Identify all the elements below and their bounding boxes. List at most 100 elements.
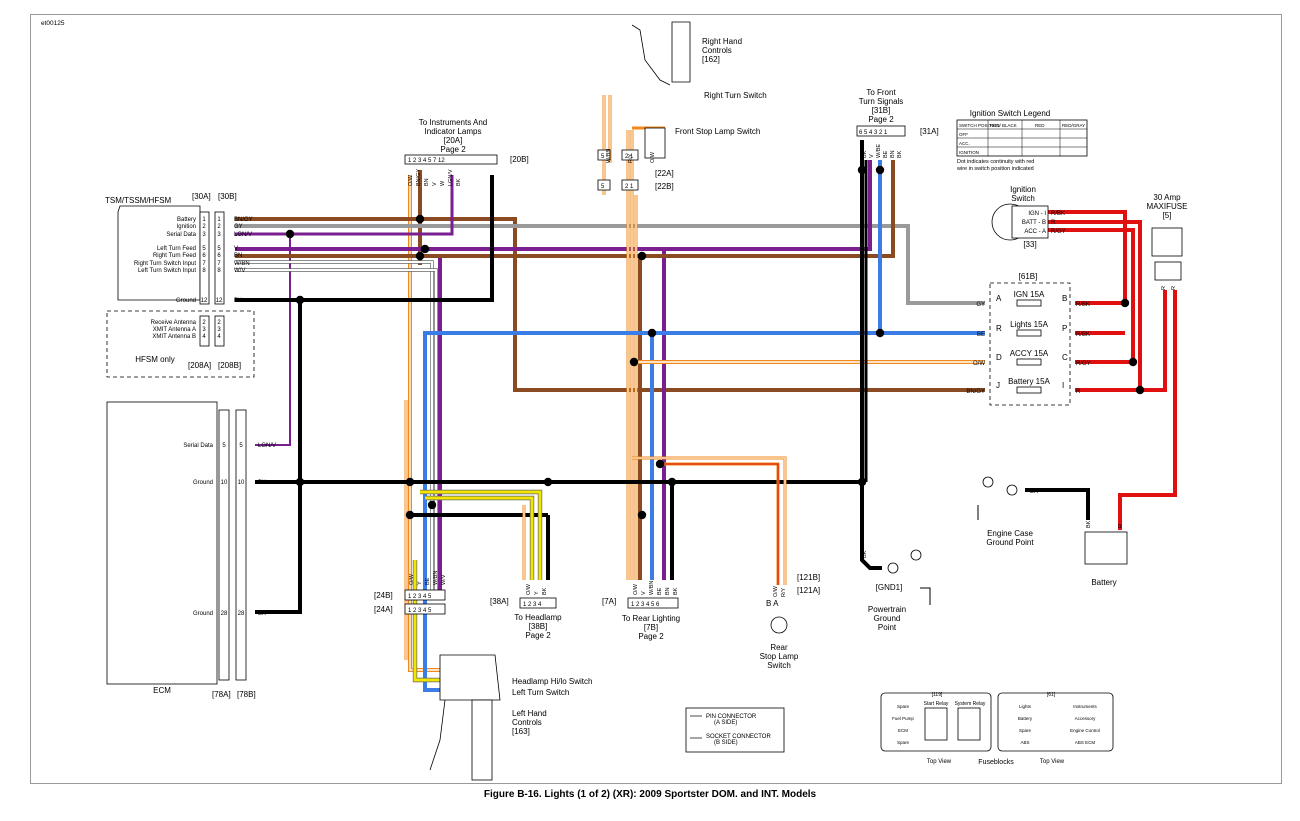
connector-20b-label: [20B]: [510, 155, 529, 164]
components: [106, 21, 1183, 781]
wire-wbn-input-outline: [235, 260, 434, 590]
left-hand-switch: [439, 654, 501, 701]
connector-121b-label: [121B]: [797, 573, 820, 582]
to-headlamp-label: To Headlamp: [514, 613, 562, 622]
left-hand-lever: [429, 699, 446, 771]
tsm-wire-tag: BN/GY: [234, 217, 253, 223]
tsm-connector-a: [199, 211, 210, 305]
fuse-pin-right: B: [1062, 294, 1067, 303]
fuseblock-right-label: Lights: [1019, 704, 1032, 709]
maxifuse-label: 30 Amp: [1153, 193, 1181, 202]
ecm-module: [106, 401, 218, 685]
hfsm-row-label: XMIT Antenna A: [153, 327, 196, 333]
tsm-pin-number: 1: [202, 217, 206, 223]
powertrain-ground-bolt: [910, 549, 922, 561]
rear-wire-tag: BN: [665, 587, 671, 595]
rear-wire-tag: W/BN: [649, 581, 655, 595]
rear-wire-tag: BK: [673, 587, 679, 595]
pin-connector-label: PIN CONNECTOR: [706, 714, 757, 720]
ignition-terminal-block: [1011, 205, 1049, 239]
rear-stop-label: Stop Lamp: [760, 652, 799, 661]
rh-wire-tag: W/BN: [606, 149, 612, 163]
tsm-pin-number-b: 5: [217, 246, 221, 252]
tsm-wire-tag: BN: [234, 253, 242, 259]
tsm-pin-number-b: 8: [217, 268, 221, 274]
tsm-wire-tag: V: [234, 246, 238, 252]
fuse-block-61b: [989, 282, 1071, 406]
hfsm-row-label: XMIT Antenna B: [152, 334, 196, 340]
to-instruments-label: Indicator Lamps: [425, 127, 482, 136]
legend-row: IGNITION: [959, 150, 979, 155]
tsm-pin-number-b: 7: [217, 261, 221, 267]
fuseblock-left-label: Spare: [897, 740, 910, 745]
tsm-module: [117, 205, 201, 301]
left-hand-controls-label: Controls: [512, 718, 542, 727]
tsm-pin-name: Left Turn Switch Input: [138, 268, 196, 274]
tsm-pin-name: Left Turn Feed: [157, 246, 196, 252]
ecm-connector-b: [235, 409, 247, 681]
splice-dot: [629, 357, 639, 367]
maxi-wire-tag: R: [1171, 286, 1177, 290]
tsm-pin-name: Serial Data: [166, 232, 196, 238]
battery-wire-tag: R: [1118, 524, 1124, 528]
fuse-pin-left: D: [996, 353, 1002, 362]
tsm-pin-number-b: 3: [217, 232, 221, 238]
fuseblock-left-label: Fuel Pump: [892, 716, 914, 721]
wire-bn-right-turn: [235, 160, 895, 258]
to-instruments-label: [20A]: [444, 136, 463, 145]
splice-dot: [295, 477, 305, 487]
splice-dot: [1128, 357, 1138, 367]
splice-dot: [637, 510, 647, 520]
inst-wire-tag: V: [432, 182, 438, 186]
splice-dot: [427, 500, 437, 510]
headlamp-wire-tag: Y: [534, 591, 540, 595]
splice-dot: [405, 510, 415, 520]
fuse-pin-right: C: [1062, 353, 1068, 362]
fuse-pin-left: A: [996, 294, 1002, 303]
headlamp-hilo-label: Headlamp Hi/lo Switch: [512, 677, 592, 686]
legend-header: RED/ BLACK: [990, 123, 1017, 128]
connector-208a-label: [208A]: [188, 361, 211, 370]
splice-dot: [875, 328, 885, 338]
wire-lgnv-ecm: [255, 234, 291, 446]
top-view-right: Top View: [1040, 759, 1065, 765]
engine-ground-wire-tag: BK: [1030, 489, 1038, 495]
inst-wire-tag: W: [440, 180, 446, 186]
splice-dot: [405, 477, 415, 487]
hfsm-pin: 3: [202, 327, 206, 333]
tsm-pin-number-b: 6: [217, 253, 221, 259]
figure-caption: Figure B-16. Lights (1 of 2) (XR): 2009 …: [483, 789, 817, 800]
fuseblock-right-label: Spare: [1019, 728, 1032, 733]
wire-ry-stop-tracer: [660, 463, 779, 585]
left-hand-grip: [471, 699, 493, 781]
to-front-turn-label: [31B]: [872, 106, 891, 115]
connector-22b-pins21: 2 1: [625, 184, 634, 190]
ignition-switch-label: Switch: [1011, 194, 1035, 203]
connector-78b-label: [78B]: [237, 690, 256, 699]
tsm-title: TSM/TSSM/HFSM: [105, 196, 172, 205]
hfsm-connector-b: [214, 315, 225, 347]
ignition-wire-tag: R/GY: [1051, 229, 1066, 235]
to-rear-lighting-label: To Rear Lighting: [622, 614, 680, 623]
front-wire-tag: BK: [862, 150, 868, 158]
right-hand-controls-label: [162]: [702, 55, 720, 64]
fuse-block-label: [61B]: [1019, 272, 1038, 281]
lh-wire-tag: BE: [425, 577, 431, 585]
ignition-terminal: BATT - B: [1022, 220, 1046, 226]
wire-lgnv-inst: [235, 175, 454, 236]
connector-24b: [404, 603, 446, 615]
connector-legend-box: [685, 707, 785, 753]
tsm-wire-tag: W/V: [234, 268, 245, 274]
right-hand-controls-label: Right Hand: [702, 37, 742, 46]
fuse-name: Battery 15A: [1008, 377, 1050, 386]
connector-24b-pins: 1 2 3 4 5: [408, 608, 432, 614]
maxifuse-housing: [1151, 227, 1183, 257]
ecm-wire-tag: BK: [258, 611, 266, 617]
lh-wire-tag: W/BN: [433, 571, 439, 585]
right-turn-switch-label: Right Turn Switch: [704, 91, 767, 100]
tsm-pin-number-b: 12: [216, 298, 223, 304]
hfsm-pin-b: 4: [217, 334, 221, 340]
rear-wire-tag: BE: [657, 587, 663, 595]
connector-22-5: [597, 149, 611, 161]
